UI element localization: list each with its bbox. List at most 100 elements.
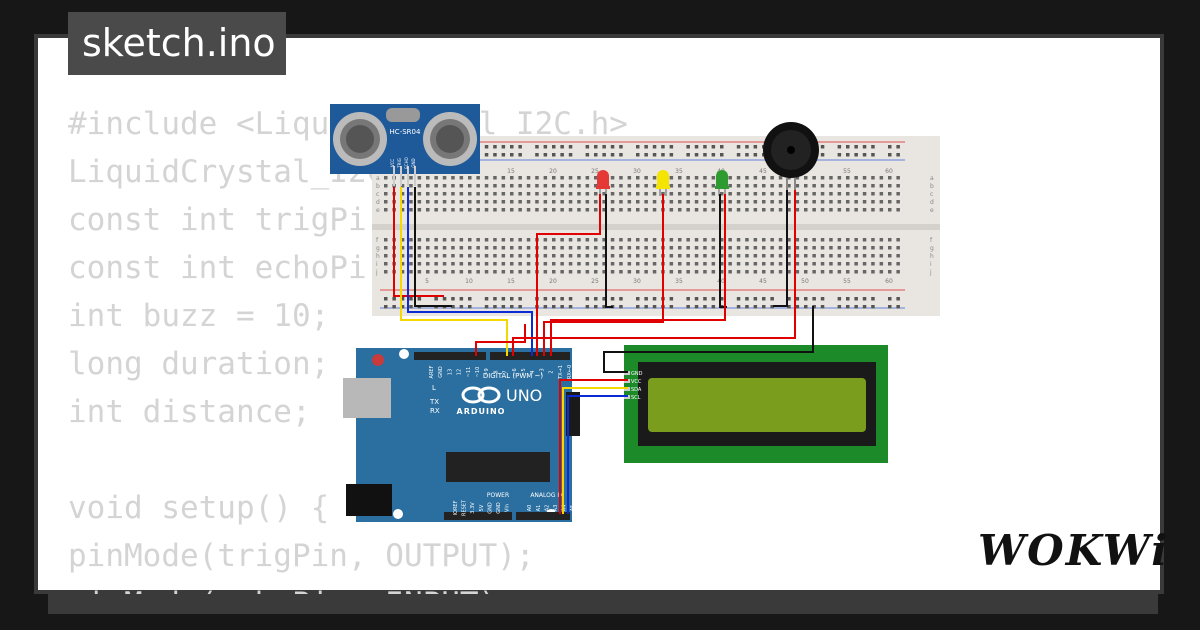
breadboard-number: 5 bbox=[425, 278, 429, 285]
code-line: int buzz = 10; bbox=[68, 298, 330, 334]
arduino-pin-label: AREF bbox=[429, 365, 435, 378]
breadboard-number: 30 bbox=[633, 168, 641, 175]
arduino-pin-label: 2 bbox=[549, 370, 555, 373]
arduino-pin-label: 13 bbox=[447, 369, 453, 375]
breadboard-row-letter: i bbox=[930, 261, 932, 268]
breadboard-number: 60 bbox=[885, 278, 893, 285]
arduino-pin-label: A5 bbox=[570, 505, 576, 512]
breadboard-row-letter: a bbox=[930, 175, 934, 182]
arduino-pin-label: ~5 bbox=[521, 368, 527, 375]
arduino-brand: ARDUINO bbox=[457, 407, 506, 416]
code-line: const int trigPi bbox=[68, 202, 367, 238]
arduino-pin-label: GND bbox=[487, 502, 493, 514]
arduino-pin-label: ~6 bbox=[512, 368, 518, 375]
breadboard-row-letter: b bbox=[930, 183, 934, 190]
code-line: pinMode(trigPin, OUTPUT); bbox=[68, 538, 535, 574]
digital-label: DIGITAL (PWM ~) bbox=[483, 372, 544, 380]
breadboard-row-letter: e bbox=[376, 207, 380, 214]
card-shadow bbox=[48, 594, 1158, 614]
arduino-pin-label: 7 bbox=[503, 370, 509, 373]
arduino-pin-label: Vin bbox=[505, 504, 511, 512]
lcd-display[interactable]: GND VCC SDA SCL bbox=[624, 345, 888, 463]
tx-label: TX bbox=[429, 398, 439, 406]
breadboard-row-letter: f bbox=[376, 237, 379, 244]
arduino-pin-label: 5V bbox=[479, 504, 485, 511]
breadboard-row-letter: h bbox=[930, 253, 934, 260]
buzzer[interactable] bbox=[763, 122, 819, 190]
breadboard-number: 55 bbox=[843, 168, 851, 175]
code-line: long duration; bbox=[68, 346, 330, 382]
arduino-pin-label: A3 bbox=[553, 505, 559, 512]
breadboard-row-letter: g bbox=[930, 245, 934, 252]
lcd-pin-label: SCL bbox=[631, 395, 641, 401]
breadboard-number: 25 bbox=[591, 278, 599, 285]
led-yellow[interactable] bbox=[656, 170, 670, 196]
lcd-pin-label: VCC bbox=[631, 379, 642, 385]
sensor-pin-label: ECHO bbox=[404, 157, 409, 168]
breadboard-row-letter: c bbox=[930, 191, 933, 198]
arduino-pin-label: GND bbox=[438, 366, 444, 378]
breadboard-number: 40 bbox=[717, 278, 725, 285]
breadboard-number: 35 bbox=[675, 168, 683, 175]
breadboard-number: 20 bbox=[549, 278, 557, 285]
arduino-pin-label: ~9 bbox=[484, 368, 490, 375]
arduino-pin-label: 3.3V bbox=[470, 502, 476, 514]
breadboard-number: 30 bbox=[633, 278, 641, 285]
code-line: void setup() { bbox=[68, 490, 330, 526]
arduino-logo-icon bbox=[461, 386, 501, 404]
arduino-pin-label: GND bbox=[496, 502, 502, 514]
lcd-pin-label: GND bbox=[631, 371, 643, 377]
wokwi-logo: WOKWi bbox=[978, 526, 1170, 575]
breadboard-number: 45 bbox=[759, 168, 767, 175]
arduino-pin-label: A1 bbox=[536, 505, 542, 512]
breadboard-number: 50 bbox=[801, 278, 809, 285]
breadboard-number: 55 bbox=[843, 278, 851, 285]
sensor-pin-label: GND bbox=[411, 158, 416, 167]
arduino-pin-label: IOREF bbox=[453, 500, 459, 515]
arduino-pin-label: 8 bbox=[493, 370, 499, 373]
breadboard-row-letter: h bbox=[376, 253, 380, 260]
arduino-pin-label: ~11 bbox=[466, 367, 472, 378]
breadboard-number: 20 bbox=[549, 168, 557, 175]
breadboard-number: 15 bbox=[507, 168, 515, 175]
breadboard-row-letter: b bbox=[376, 183, 380, 190]
breadboard-number: 25 bbox=[591, 168, 599, 175]
lcd-pin-label: SDA bbox=[631, 387, 642, 393]
arduino-pin-label: 4 bbox=[530, 370, 536, 373]
led-group bbox=[596, 170, 729, 196]
breadboard-row-letter: j bbox=[375, 269, 378, 276]
breadboard-row-letter: i bbox=[376, 261, 378, 268]
arduino-model: UNO bbox=[506, 386, 542, 405]
arduino-pin-label: ~3 bbox=[539, 368, 545, 375]
arduino-pin-label: RX←0 bbox=[567, 365, 573, 379]
breadboard-row-letter: d bbox=[930, 199, 934, 206]
sensor-pin-label: TRIG bbox=[397, 158, 402, 169]
sensor-label: HC-SR04 bbox=[390, 128, 421, 136]
arduino-uno[interactable]: DIGITAL (PWM ~) UNO ARDUINO L TX RX POWE… bbox=[343, 348, 580, 522]
code-line: pinMode(echoPin, INPUT); bbox=[68, 580, 1068, 594]
sketch-title: sketch.ino bbox=[68, 12, 286, 75]
arduino-pin-label: TX→1 bbox=[558, 365, 564, 380]
breadboard-number: 45 bbox=[759, 278, 767, 285]
rx-label: RX bbox=[430, 407, 440, 415]
breadboard-row-letter: e bbox=[930, 207, 934, 214]
breadboard-number: 15 bbox=[507, 278, 515, 285]
arduino-pin-label: A2 bbox=[544, 505, 550, 512]
analog-label: ANALOG IN bbox=[530, 492, 563, 499]
arduino-pin-label: A0 bbox=[527, 505, 533, 512]
arduino-pin-label: RESET bbox=[462, 499, 468, 516]
wires bbox=[393, 187, 814, 514]
breadboard-number: 60 bbox=[885, 168, 893, 175]
breadboard-row-letter: d bbox=[376, 199, 380, 206]
breadboard-number: 35 bbox=[675, 278, 683, 285]
code-line: int distance; bbox=[68, 394, 311, 430]
power-label: POWER bbox=[487, 492, 509, 499]
breadboard-row-letter: a bbox=[376, 175, 380, 182]
